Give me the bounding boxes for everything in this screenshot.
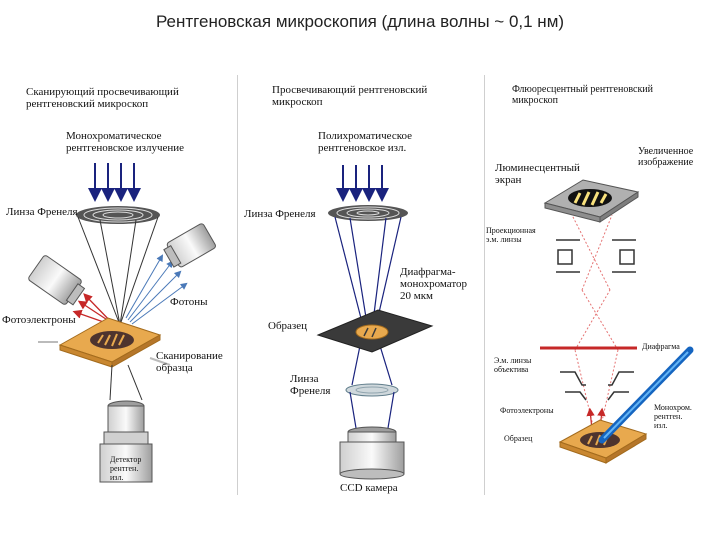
beam-2b: [349, 391, 395, 429]
fresnel-lens-2: [328, 205, 408, 221]
objective-lenses-label: Э.м. линзы объектива: [494, 356, 532, 374]
fresnel-lens-3: [345, 383, 399, 397]
panel-1-scanning-microscope: [28, 163, 216, 483]
transmitted-beam-1: [109, 364, 143, 401]
fresnel-lens-label-2: Линза Френеля: [244, 208, 316, 220]
scan-arrows: [38, 341, 171, 366]
panel-divider: [484, 75, 485, 495]
diaphragm-monochromator-label: Диафрагма- монохроматор 20 мкм: [400, 266, 468, 302]
sample-label-3: Образец: [504, 434, 533, 443]
photons-label: Фотоны: [170, 296, 208, 308]
photoelectrons-label-3: Фотоэлектроны: [500, 406, 554, 415]
radiation-label-2: Полихроматическое рентгеновское изл.: [318, 130, 413, 154]
objective-lens: [560, 371, 634, 401]
ccd-camera-label: CCD камера: [340, 482, 398, 494]
sample-plate-1: [58, 317, 162, 368]
fresnel-lens-1: [76, 206, 160, 224]
beam-2: [334, 216, 402, 386]
x-ray-detector: [99, 400, 153, 483]
panel-3-heading: Флюоресцентный рентгеновский микроскоп: [512, 84, 654, 106]
scanning-label: Сканирование образца: [156, 350, 223, 374]
incoming-xray-arrows-2: [336, 165, 389, 202]
detector-label: Детектор рентген. изл.: [110, 455, 142, 482]
electron-beam-dotted: [571, 214, 619, 431]
electron-detector: [28, 255, 86, 306]
panel-2-transmission-microscope: [316, 165, 434, 480]
photon-detector: [163, 223, 216, 268]
ccd-camera: [339, 426, 405, 480]
photoelectrons-label-1: Фотоэлектроны: [2, 314, 76, 326]
panel-1-heading: Сканирующий просвечивающий рентгеновский…: [26, 86, 179, 110]
fresnel-lens-label-1: Линза Френеля: [6, 206, 78, 218]
projection-lenses: [556, 239, 636, 273]
luminescent-screen: [543, 179, 640, 223]
fresnel-lens-label-3: Линза Френеля: [290, 373, 331, 397]
magnified-image-label: Увеличенное изображение: [638, 146, 694, 168]
monochrom-xray-label: Монохром. рентген. изл.: [654, 403, 692, 430]
panel-3-fluorescent-microscope: [540, 179, 694, 464]
panel-2-heading: Просвечивающий рентгеновский микроскоп: [272, 84, 428, 108]
radiation-label-1: Монохроматическое рентгеновское излучени…: [66, 130, 185, 154]
sample-label-2: Образец: [268, 320, 308, 332]
panel-divider: [237, 75, 238, 495]
sample-plate-2: [316, 309, 434, 353]
page-title: Рентгеновская микроскопия (длина волны ~…: [155, 12, 565, 31]
diaphragm-label-3: Диафрагма: [642, 342, 680, 351]
projection-lenses-label: Проекционная э.м. линзы: [486, 226, 536, 244]
photon-rays: [125, 254, 188, 325]
incoming-xray-arrows: [88, 163, 141, 202]
focused-beam-1: [77, 216, 159, 326]
luminescent-screen-label: Люминесцентный экран: [495, 162, 580, 186]
